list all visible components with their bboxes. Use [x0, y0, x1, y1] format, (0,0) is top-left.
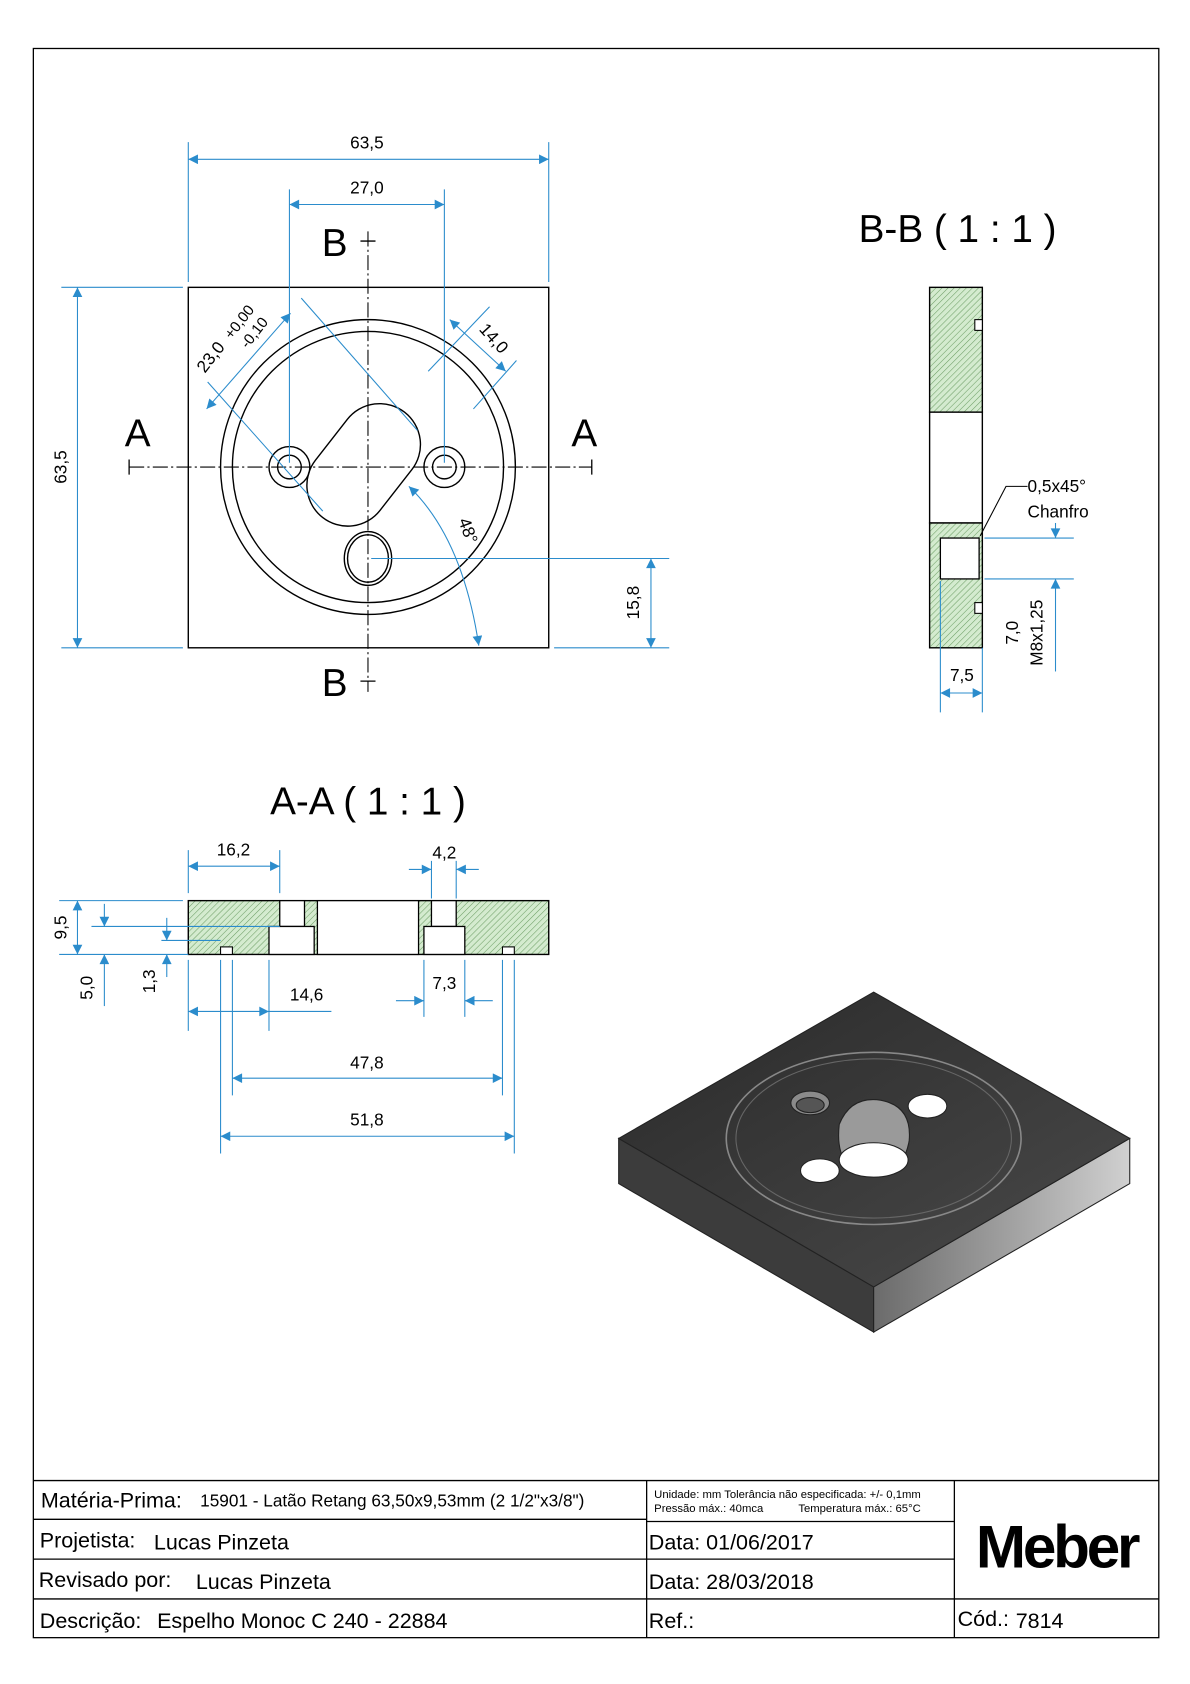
dim-7-3: 7,3 — [432, 973, 456, 993]
dim-height: 63,5 — [51, 450, 71, 483]
dim-1-3: 1,3 — [139, 969, 159, 993]
plan-view: B B A A 63,5 27,0 63,5 15,8 23,0 +0,00 -… — [51, 133, 670, 705]
ref-label: Ref.: — [649, 1609, 694, 1633]
section-label-b-bottom: B — [322, 662, 348, 705]
title-block: Matéria-Prima: 15901 - Latão Retang 63,5… — [33, 1479, 1159, 1638]
dim-hole-spacing: 27,0 — [350, 178, 383, 198]
dim-angle: 48° — [454, 515, 482, 546]
threaded-hole-section — [939, 537, 980, 580]
data-criacao: Data: 01/06/2017 — [649, 1530, 814, 1554]
dim-4-2: 4,2 — [432, 843, 456, 863]
section-label-a-right: A — [571, 413, 597, 456]
dim-line-slot-width — [206, 312, 291, 410]
materia-prima-value: 15901 - Latão Retang 63,50x9,53mm (2 1/2… — [200, 1490, 584, 1510]
section-bb: B-B ( 1 : 1 ) 0,5x45° Chanfro 7,0 M8x1,2… — [859, 208, 1089, 713]
data-revisao: Data: 28/03/2018 — [649, 1570, 814, 1594]
dim-14-6: 14,6 — [290, 985, 323, 1005]
descricao-label: Descrição: — [40, 1609, 142, 1633]
dim-width: 63,5 — [350, 133, 383, 153]
projetista-label: Projetista: — [40, 1528, 136, 1552]
dim-slot-length: 14,0 — [475, 319, 512, 357]
dim-16-2: 16,2 — [217, 839, 250, 859]
note-pressure: Pressão máx.: 40mca — [654, 1503, 764, 1515]
note-units-tolerance: Unidade: mm Tolerância não especificada:… — [654, 1489, 921, 1501]
dim-9-5: 9,5 — [51, 916, 71, 940]
note-temperature: Temperatura máx.: 65°C — [798, 1503, 920, 1515]
dim-51-8: 51,8 — [350, 1110, 383, 1130]
section-label-b-top: B — [322, 222, 348, 265]
meber-logo: Meber — [976, 1513, 1140, 1581]
dim-bottom-offset: 15,8 — [623, 586, 643, 619]
dim-47-8: 47,8 — [350, 1052, 383, 1072]
drawing-frame — [32, 47, 1160, 1639]
revisado-value: Lucas Pinzeta — [196, 1570, 331, 1594]
chamfer-dim: 0,5x45° — [1028, 476, 1087, 496]
chamfer-label: Chanfro — [1028, 502, 1089, 522]
materia-prima-label: Matéria-Prima: — [41, 1488, 182, 1512]
projetista-value: Lucas Pinzeta — [154, 1530, 289, 1554]
dim-5-0: 5,0 — [77, 976, 97, 1000]
dim-arc-angle — [408, 486, 483, 646]
section-label-a-left: A — [125, 413, 151, 456]
revisado-label: Revisado por: — [39, 1568, 172, 1592]
section-aa-title: A-A ( 1 : 1 ) — [270, 781, 466, 824]
section-bb-title: B-B ( 1 : 1 ) — [859, 208, 1057, 251]
thread-depth-dim: 7,0 — [1002, 621, 1022, 645]
dim-line-slot-length — [449, 319, 507, 372]
thread-spec: M8x1,25 — [1027, 600, 1047, 666]
cod-label: Cód.: — [958, 1607, 1009, 1631]
thread-length-dim: 7,5 — [950, 665, 974, 685]
descricao-value: Espelho Monoc C 240 - 22884 — [157, 1609, 447, 1633]
isometric-view — [617, 991, 1131, 1334]
dim-slot-width: 23,0 — [192, 337, 228, 376]
cod-value: 7814 — [1016, 1609, 1064, 1633]
center-slot — [306, 402, 422, 527]
section-aa: A-A ( 1 : 1 ) 16,2 4,2 9,5 5,0 1,3 14,6 … — [51, 781, 550, 1154]
